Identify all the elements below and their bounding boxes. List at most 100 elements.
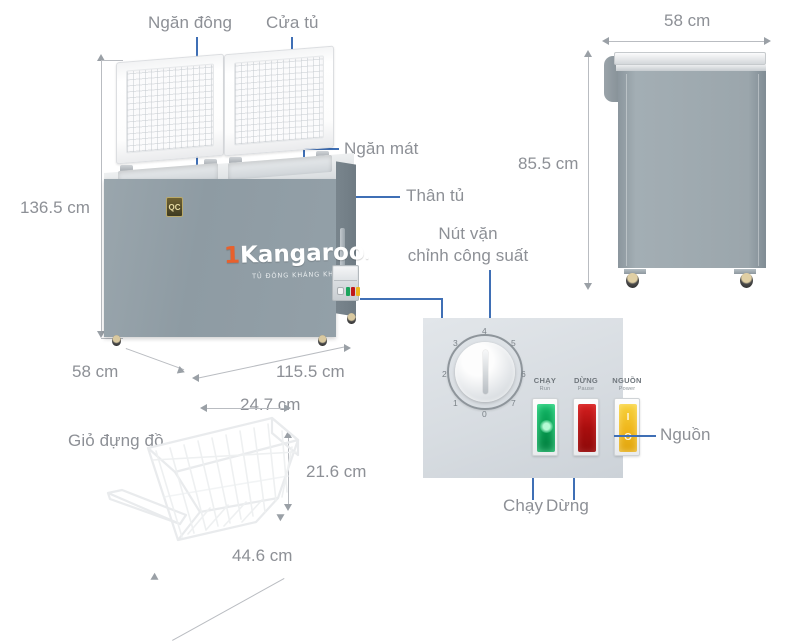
dimension-arrow-basket-height-bottom (284, 504, 292, 511)
dimension-guide-basket-width (206, 408, 286, 409)
dimension-arrow-front-height-top (97, 54, 105, 61)
dimension-extension-front-height-top (101, 60, 123, 61)
switch-power-on-symbol: I (626, 412, 630, 423)
switch-title-power: NGUỒN (612, 376, 642, 385)
side-view-seam-right (758, 74, 759, 266)
dimension-basket-length: 44.6 cm (232, 546, 293, 565)
side-view-seam-left (626, 74, 627, 266)
switch-power-off-symbol: O (624, 432, 632, 443)
brand-logo-prefix: 1 (223, 242, 241, 270)
dimension-arrow-front-width-right (344, 344, 351, 352)
side-view-caster-left (626, 273, 639, 288)
power-dial-number-2: 2 (442, 369, 447, 379)
leader-line-cabinet-body (352, 196, 400, 198)
callout-label-storage-basket: Giỏ đựng đồ (68, 431, 164, 450)
leader-line-pause-switch (573, 478, 575, 500)
diagram-canvas: Ngăn đông Cửa tủ Ngăn mát Thân tủ Nút vặ… (20, 11, 771, 641)
cabinet-control-panel-knob (337, 287, 344, 295)
dimension-guide-basket-length (172, 578, 285, 641)
cabinet-mini-switch-power (356, 287, 360, 296)
freezer-lid-right-texture (234, 55, 324, 146)
power-dial-ring (447, 334, 523, 410)
switch-title-run: CHẠY (533, 376, 557, 385)
cabinet-mini-switch-pause (351, 287, 355, 296)
dimension-arrow-front-width-left (192, 374, 199, 382)
callout-label-power-switch: Nguồn (660, 425, 711, 444)
dimension-arrow-basket-width-right (284, 404, 291, 412)
callout-label-cabinet-door: Cửa tủ (266, 13, 319, 32)
callout-label-cabinet-body: Thân tủ (406, 186, 465, 205)
front-view-freezer: QC 1Kangaroo. TỦ ĐÔNG KHÁNG KHUẨN (104, 45, 389, 355)
switch-run[interactable] (532, 398, 558, 456)
dimension-guide-basket-height (288, 437, 289, 505)
power-dial[interactable]: 4 5 6 7 0 1 2 3 (441, 326, 531, 419)
side-view-body (618, 70, 766, 268)
freezer-lid-left-texture (126, 63, 214, 154)
power-dial-number-4: 4 (482, 326, 487, 336)
dimension-arrow-front-depth (176, 366, 187, 376)
leader-line-power-knob (489, 270, 491, 330)
leader-line-power-switch (614, 435, 656, 437)
switch-run-rocker[interactable] (537, 404, 555, 452)
switch-pause-rocker[interactable] (578, 404, 596, 452)
dimension-side-height: 85.5 cm (518, 154, 579, 173)
freezer-lid-right (224, 45, 334, 157)
switch-run-indicator (539, 420, 553, 433)
power-dial-number-5: 5 (511, 338, 516, 348)
control-panel-zoom: 4 5 6 7 0 1 2 3 CHẠY Run DỪNG Pause (423, 318, 641, 478)
side-view-lid-bar-lower (616, 65, 766, 71)
dimension-guide-front-height (101, 60, 102, 332)
dimension-arrow-front-height-bottom (97, 331, 105, 338)
dimension-guide-side-height (588, 56, 589, 284)
dimension-front-depth: 58 cm (72, 362, 119, 381)
leader-line-run-switch (532, 478, 534, 500)
cabinet-control-panel-cover (334, 267, 357, 281)
dimension-arrow-side-width-right (764, 37, 771, 45)
dimension-front-height: 136.5 cm (20, 198, 90, 217)
cabinet-mini-switch-run (346, 287, 350, 296)
power-dial-number-6: 6 (521, 369, 526, 379)
power-dial-number-1: 1 (453, 398, 458, 408)
side-view-foot-right (734, 269, 756, 274)
dimension-arrow-basket-height-top (284, 431, 292, 438)
switch-sub-run: Run (539, 386, 551, 392)
side-view-lid-bar (614, 52, 766, 65)
freezer-cabinet-front (104, 179, 336, 337)
switch-sub-power: Power (618, 386, 636, 392)
freezer-caster-rear (347, 313, 356, 324)
dimension-arrow-basket-width-left (200, 404, 207, 412)
callout-label-pause-switch: Dừng (546, 496, 589, 515)
dimension-side-width: 58 cm (664, 11, 711, 30)
switch-sub-pause: Pause (577, 386, 595, 392)
power-dial-pointer (482, 350, 488, 394)
leader-line-panel-to-zoom (360, 298, 442, 300)
dimension-arrow-side-height-bottom (584, 283, 592, 290)
callout-label-power-knob-line1: Nút vặn (438, 224, 498, 243)
switch-power[interactable]: I O (614, 398, 640, 456)
callout-label-power-knob-line2: chỉnh công suất (407, 246, 529, 265)
dimension-front-width: 115.5 cm (276, 362, 345, 381)
qc-badge: QC (166, 197, 183, 217)
freezer-caster-left (112, 335, 121, 346)
power-dial-number-7: 7 (511, 398, 516, 408)
switch-pause[interactable] (573, 398, 599, 456)
power-dial-knob[interactable] (455, 342, 515, 402)
dimension-arrow-basket-length-left (148, 572, 159, 584)
dimension-basket-height: 21.6 cm (306, 462, 367, 481)
side-view-caster-right (740, 273, 753, 288)
switch-power-rocker[interactable]: I O (619, 404, 637, 452)
freezer-lid-left (116, 53, 224, 165)
callout-label-run-switch: Chạy (503, 496, 544, 515)
freezer-side-handle (340, 228, 345, 270)
side-view-foot-left (624, 269, 646, 274)
freezer-caster-right (318, 335, 327, 346)
storage-basket-wireframe (106, 416, 300, 542)
leader-line-cool-compartment (303, 148, 339, 150)
dimension-arrow-side-width-left (602, 37, 609, 45)
power-dial-number-3: 3 (453, 338, 458, 348)
cabinet-control-panel[interactable] (332, 265, 360, 301)
dimension-guide-side-width (608, 41, 766, 42)
storage-basket (60, 400, 350, 565)
power-dial-number-0: 0 (482, 409, 487, 419)
callout-label-cool-compartment: Ngăn mát (344, 139, 419, 158)
